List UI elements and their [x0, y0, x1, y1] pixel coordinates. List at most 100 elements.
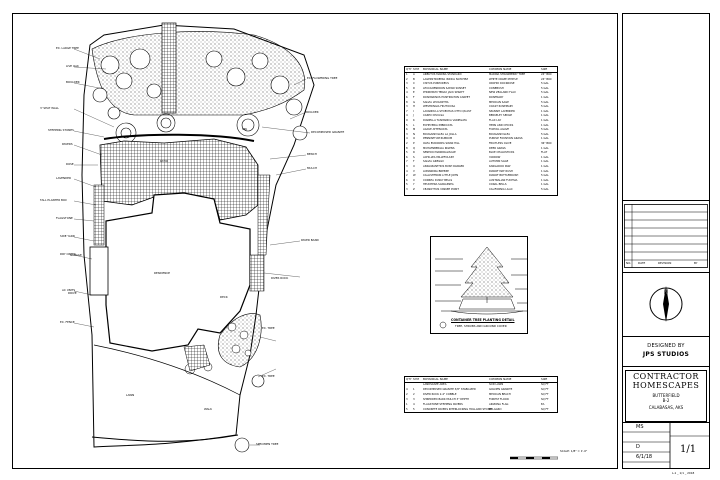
project-location: CALABASAS, AKS — [648, 405, 684, 410]
legend-cell: MEXICAN BEACH — [489, 393, 511, 396]
legend-cell: PHORMIUM TENAX JACK SPRATT — [423, 91, 465, 95]
legend-cell: CISTUS PURPUREUS — [423, 82, 449, 86]
legend-cell: 5 GAL — [541, 86, 549, 90]
legend-header-row: QTY SYM BOTANICAL NAME COMMON NAME SIZE — [405, 67, 557, 73]
legend-cell: LAGERSTROEMIA INDICA NATCHEZ — [423, 77, 468, 81]
callout-left: TALL PLANTER BOX — [40, 198, 67, 202]
legend-cell: Q — [413, 146, 416, 150]
legend-cell: OLEA EUROPAEA SWAN HILL — [423, 142, 460, 145]
col-qty: QTY — [406, 377, 412, 381]
legend-cell: A — [413, 73, 415, 76]
callout-left: ROSE — [66, 162, 74, 166]
legend-cell: 36" BOX — [541, 142, 552, 145]
legend-cell: DEER GRASS — [489, 146, 506, 150]
label-lawn: LAWN — [126, 393, 135, 397]
legend-cell: 8 — [406, 146, 408, 150]
legend-cell: R — [413, 151, 415, 155]
legend-cell: 9 — [406, 119, 408, 122]
callout-left: LIVE OAK — [66, 64, 79, 68]
focal-circles — [115, 113, 260, 144]
legend-cell: RIVER ROCK 2-4" COBBLE — [423, 393, 457, 396]
legend-cell: 1 GAL — [541, 178, 549, 182]
legend-cell: 2 — [406, 393, 408, 396]
callout-left: AC UNITS — [62, 288, 76, 292]
legend-cell: SQ FT — [541, 383, 549, 386]
legend-cell: CORREA DUSKY BELLS — [423, 178, 453, 182]
legend-cell: PURPLE FOUNTAIN GRASS — [489, 137, 523, 141]
site-plan — [73, 22, 315, 453]
front-lawn-edge — [93, 344, 241, 396]
legend-cell: DWARF BOTTLEBRUSH — [489, 174, 519, 178]
legend-cell: H — [413, 105, 415, 109]
legend-cell: 5 — [406, 123, 408, 127]
legend-cell: I — [413, 109, 414, 113]
legend-cell: F — [413, 96, 415, 99]
legend-cell: SPANISH LAVENDER — [489, 109, 515, 113]
legend-cell: L — [413, 123, 415, 127]
legend-cell: 3 — [406, 165, 408, 168]
legend-cell: FOREST FLOOR — [489, 398, 509, 401]
legend-cell: 6 — [406, 178, 408, 182]
callout-right: EX. TREE — [262, 326, 275, 330]
legend-cell: SQ FT — [541, 398, 549, 401]
company-block: CONTRACTOR HOMESCAPES BUTTERFIELD B-2 CA… — [622, 368, 710, 422]
legend-cell: SENECIO MANDRALISCAE — [423, 151, 456, 155]
legend-cell: W — [413, 174, 416, 178]
rev-col-revision: REVISION — [658, 261, 672, 265]
legend-cell: 5 GAL — [541, 100, 549, 104]
callout-left: PAVERS — [62, 142, 73, 146]
legend-cell: 5 GAL — [541, 128, 549, 132]
legend-cell: 1 GAL — [541, 96, 549, 99]
project-line2: B-2 — [662, 398, 670, 403]
legend-cell: FOXTAIL AGAVE — [489, 128, 510, 132]
legend-cell: GOLDEN GRANITE — [489, 388, 513, 391]
legend-cell: BERKELEY SEDGE — [489, 114, 512, 118]
tb-divider — [622, 422, 710, 423]
revision-grid-lines — [624, 204, 708, 268]
legend-cell: 3 — [406, 398, 408, 401]
legend-cell: 4 — [406, 137, 408, 141]
side-walk-strip — [93, 184, 105, 246]
legend-cell: MUHLENBERGIA RIGENS — [423, 146, 455, 150]
legend-cell: HEUCHERA SANGUINEA — [423, 183, 454, 187]
legend-cell: BELGARD — [489, 408, 502, 411]
legend-cell: 1 GAL — [541, 123, 549, 127]
col-size: SIZE — [541, 377, 548, 381]
leader-lines-left — [73, 48, 115, 328]
legend-cell: 3 — [406, 132, 408, 136]
legend-cell: 5 — [406, 408, 408, 411]
legend-cell: 1 GAL — [541, 146, 549, 150]
legend-cell: YARROW — [489, 155, 501, 159]
tree-planting-detail-drawing — [435, 246, 527, 329]
legend-cell: COAST ROSEMARY — [489, 105, 513, 109]
legend-cell: 1 GAL — [541, 165, 549, 168]
legend-cell: MEXICAN SAGE — [489, 100, 509, 104]
legend-cell: SQ FT — [541, 388, 549, 391]
legend-cell: 3 — [406, 105, 408, 109]
tb-divider — [622, 272, 710, 273]
legend-cell: 6 — [406, 155, 408, 159]
legend-cell: J — [413, 114, 414, 118]
legend-cell: PENNISETUM RUBRUM — [423, 137, 453, 141]
detail-subtitle: TREE, SHRUBS AND GROUND COVER — [455, 324, 507, 328]
legend-cell: Y — [413, 183, 415, 187]
title-block — [622, 13, 710, 469]
legend-cell: SOD LAWN — [489, 383, 504, 386]
designer-name: JPS STUDIOS — [642, 351, 690, 358]
street-trees — [234, 374, 265, 453]
legend-cell: T — [413, 160, 415, 164]
legend-cell: 6 — [406, 128, 408, 132]
